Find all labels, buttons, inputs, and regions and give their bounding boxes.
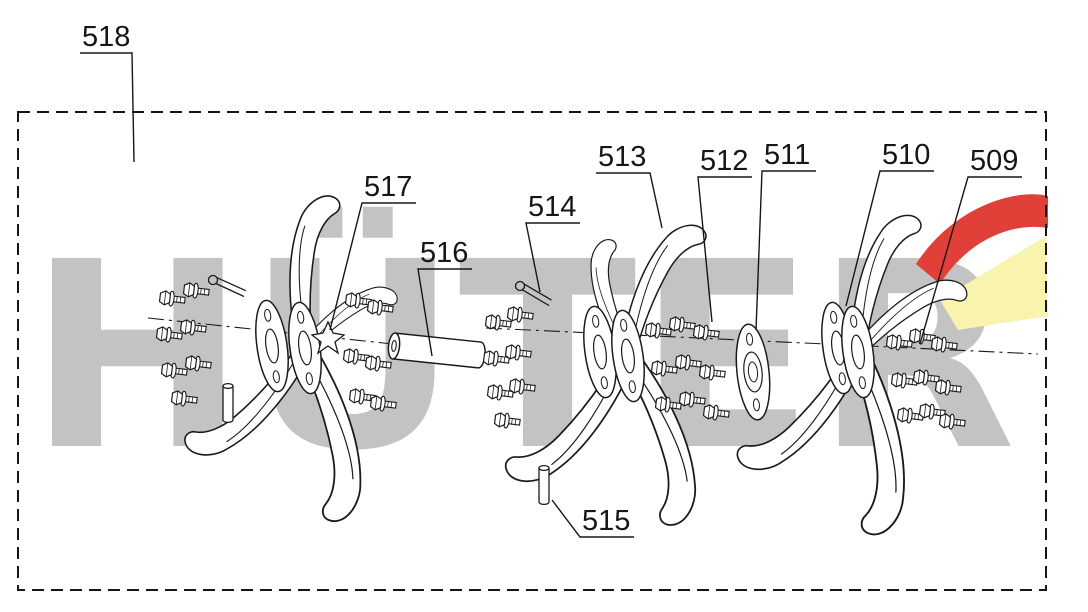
leader-line bbox=[755, 170, 816, 331]
leader-line bbox=[596, 172, 663, 229]
leader-line bbox=[525, 222, 580, 293]
flange-511 bbox=[735, 323, 771, 421]
left-tine-assembly bbox=[179, 194, 401, 527]
part-callout-512: 512 bbox=[697, 145, 752, 323]
part-callout-509: 509 bbox=[919, 145, 1022, 345]
pin-515 bbox=[538, 464, 550, 506]
part-number-text: 518 bbox=[82, 21, 130, 53]
logo-red-swoosh bbox=[916, 194, 1048, 284]
brand-logo bbox=[916, 194, 1048, 330]
part-number-text: 513 bbox=[598, 141, 646, 173]
leader-line bbox=[417, 268, 472, 357]
part-callout-510: 510 bbox=[845, 139, 934, 307]
dashed-border bbox=[17, 111, 1047, 591]
part-number-text: 515 bbox=[582, 505, 630, 537]
leader-line bbox=[919, 176, 1022, 345]
part-number-text: 516 bbox=[420, 237, 468, 269]
part-callout-517: 517 bbox=[329, 171, 416, 331]
leader-line bbox=[697, 176, 752, 323]
part-callout-514: 514 bbox=[525, 191, 580, 293]
part-callout-515: 515 bbox=[551, 499, 634, 538]
part-number-text: 512 bbox=[700, 145, 748, 177]
leader-line bbox=[329, 202, 416, 331]
shaft-516 bbox=[387, 332, 486, 369]
clevis-pin bbox=[222, 382, 234, 424]
part-number-text: 511 bbox=[764, 139, 810, 171]
part-callout-516: 516 bbox=[417, 237, 472, 357]
part-number-text: 514 bbox=[528, 191, 576, 223]
part-number-text: 510 bbox=[882, 139, 930, 171]
labels-layer: 518 517 516 514 513 512 511 510 509 515 bbox=[80, 21, 1022, 538]
part-number-text: 517 bbox=[364, 171, 412, 203]
part-callout-511: 511 bbox=[755, 139, 816, 331]
leader-line bbox=[845, 170, 934, 307]
part-number-text: 509 bbox=[970, 145, 1018, 177]
leader-line bbox=[551, 499, 634, 538]
leader-line bbox=[80, 52, 135, 163]
spider-coupler-517 bbox=[310, 320, 346, 355]
logo-yellow-flag bbox=[940, 236, 1048, 330]
part-callout-518: 518 bbox=[80, 21, 135, 163]
part-callout-513: 513 bbox=[596, 141, 663, 229]
